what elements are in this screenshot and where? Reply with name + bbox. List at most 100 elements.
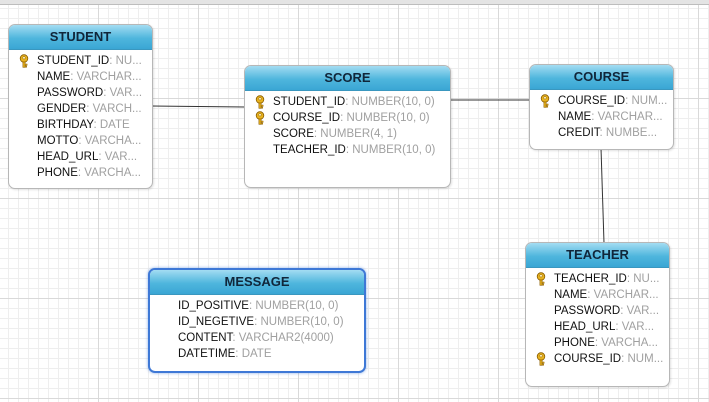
column-name: NAME (558, 111, 592, 123)
column-type: VARCHAR... (593, 289, 659, 301)
column-row[interactable]: MOTTO: VARCHA... (9, 133, 152, 149)
column-name: STUDENT_ID (273, 96, 346, 108)
column-row[interactable]: TEACHER_ID: NU... (526, 271, 669, 287)
column-name: HEAD_URL (554, 321, 616, 333)
relationship-course-teacher[interactable] (600, 147, 605, 244)
type-separator: : (70, 71, 77, 83)
type-separator: : (109, 55, 116, 67)
entity-title: SCORE (245, 66, 450, 91)
column-name: ID_NEGETIVE (178, 316, 255, 328)
column-row[interactable]: STUDENT_ID: NUMBER(10, 0) (245, 94, 450, 110)
column-name: CREDIT (558, 127, 600, 139)
column-row[interactable]: GENDER: VARCH... (9, 101, 152, 117)
column-type: NUMBER(10, 0) (255, 300, 339, 312)
column-type: NUMBER(4, 1) (320, 128, 397, 140)
type-separator: : (345, 96, 352, 108)
column-type: VARCHAR... (76, 71, 142, 83)
column-row[interactable]: COURSE_ID: NUM... (526, 351, 669, 367)
column-name: HEAD_URL (37, 151, 99, 163)
type-separator: : (248, 300, 256, 312)
column-type: NUM... (631, 95, 668, 107)
column-list: TEACHER_ID: NU...NAME: VARCHAR...PASSWOR… (526, 268, 669, 367)
entity-title: COURSE (530, 65, 673, 90)
column-type: VAR... (621, 321, 655, 333)
column-row[interactable]: ID_NEGETIVE: NUMBER(10, 0) (150, 314, 364, 330)
column-row[interactable]: STUDENT_ID: NU... (9, 53, 152, 69)
column-name: PASSWORD (554, 305, 621, 317)
column-row[interactable]: PHONE: VARCHA... (9, 165, 152, 181)
column-list: ID_POSITIVE: NUMBER(10, 0)ID_NEGETIVE: N… (150, 295, 364, 362)
column-row[interactable]: NAME: VARCHAR... (530, 109, 673, 125)
column-row[interactable]: COURSE_ID: NUMBER(10, 0) (245, 110, 450, 126)
column-type: VAR... (109, 87, 143, 99)
type-separator: : (615, 321, 622, 333)
type-separator: : (625, 95, 632, 107)
entity-teacher[interactable]: TEACHER TEACHER_ID: NU...NAME: VARCHAR..… (525, 242, 670, 387)
column-row[interactable]: HEAD_URL: VAR... (526, 319, 669, 335)
column-row[interactable]: PASSWORD: VAR... (526, 303, 669, 319)
entity-score[interactable]: SCORE STUDENT_ID: NUMBER(10, 0)COURSE_ID… (244, 65, 451, 188)
column-type: NUMBER(10, 0) (260, 316, 344, 328)
column-name: PASSWORD (37, 87, 104, 99)
column-row[interactable]: NAME: VARCHAR... (526, 287, 669, 303)
column-row[interactable]: CONTENT: VARCHAR2(4000) (150, 330, 364, 346)
primary-key-icon (540, 94, 550, 108)
type-separator: : (98, 151, 105, 163)
column-list: STUDENT_ID: NU...NAME: VARCHAR...PASSWOR… (9, 50, 152, 181)
column-row[interactable]: PHONE: VARCHA... (526, 335, 669, 351)
type-separator: : (620, 305, 627, 317)
column-row[interactable]: NAME: VARCHAR... (9, 69, 152, 85)
type-separator: : (313, 128, 321, 140)
column-row[interactable]: TEACHER_ID: NUMBER(10, 0) (245, 142, 450, 158)
column-type: NU... (633, 273, 660, 285)
column-type: DATE (99, 119, 130, 131)
primary-key-icon (536, 272, 546, 286)
type-separator: : (599, 127, 606, 139)
entity-title: TEACHER (526, 243, 669, 268)
entity-message[interactable]: MESSAGE ID_POSITIVE: NUMBER(10, 0)ID_NEG… (148, 268, 366, 373)
column-row[interactable]: SCORE: NUMBER(4, 1) (245, 126, 450, 142)
column-type: NUMBER(10, 0) (346, 112, 430, 124)
entity-student[interactable]: STUDENT STUDENT_ID: NU...NAME: VARCHAR..… (8, 24, 153, 189)
column-type: DATE (241, 348, 272, 360)
type-separator: : (86, 103, 93, 115)
column-list: STUDENT_ID: NUMBER(10, 0)COURSE_ID: NUMB… (245, 91, 450, 158)
column-row[interactable]: BIRTHDAY: DATE (9, 117, 152, 133)
column-row[interactable]: COURSE_ID: NUM... (530, 93, 673, 109)
column-name: PHONE (37, 167, 78, 179)
column-name: NAME (37, 71, 71, 83)
entity-course[interactable]: COURSE COURSE_ID: NUM...NAME: VARCHAR...… (529, 64, 674, 150)
type-separator: : (345, 144, 353, 156)
primary-key-icon (255, 111, 265, 125)
type-separator: : (93, 119, 100, 131)
relationship-student-score[interactable] (150, 105, 246, 108)
column-row[interactable]: PASSWORD: VAR... (9, 85, 152, 101)
column-type: VARCHAR... (597, 111, 663, 123)
column-name: PHONE (554, 337, 595, 349)
type-separator: : (591, 111, 598, 123)
primary-key-icon (19, 54, 29, 68)
type-separator: : (232, 332, 239, 344)
primary-key-icon (536, 352, 546, 366)
column-name: COURSE_ID (554, 353, 622, 365)
column-row[interactable]: CREDIT: NUMBE... (530, 125, 673, 141)
column-name: TEACHER_ID (554, 273, 627, 285)
column-name: SCORE (273, 128, 314, 140)
column-row[interactable]: DATETIME: DATE (150, 346, 364, 362)
column-name: BIRTHDAY (37, 119, 94, 131)
type-separator: : (626, 273, 634, 285)
primary-key-icon (255, 95, 265, 109)
toolbar-strip (0, 0, 709, 5)
column-type: VARCHAR2(4000) (238, 332, 334, 344)
column-name: TEACHER_ID (273, 144, 346, 156)
column-row[interactable]: HEAD_URL: VAR... (9, 149, 152, 165)
entity-title: MESSAGE (150, 270, 364, 295)
type-separator: : (235, 348, 242, 360)
column-type: VARCHA... (84, 135, 142, 147)
column-row[interactable]: ID_POSITIVE: NUMBER(10, 0) (150, 298, 364, 314)
column-name: NAME (554, 289, 588, 301)
type-separator: : (103, 87, 110, 99)
type-separator: : (621, 353, 628, 365)
column-type: VAR... (104, 151, 138, 163)
